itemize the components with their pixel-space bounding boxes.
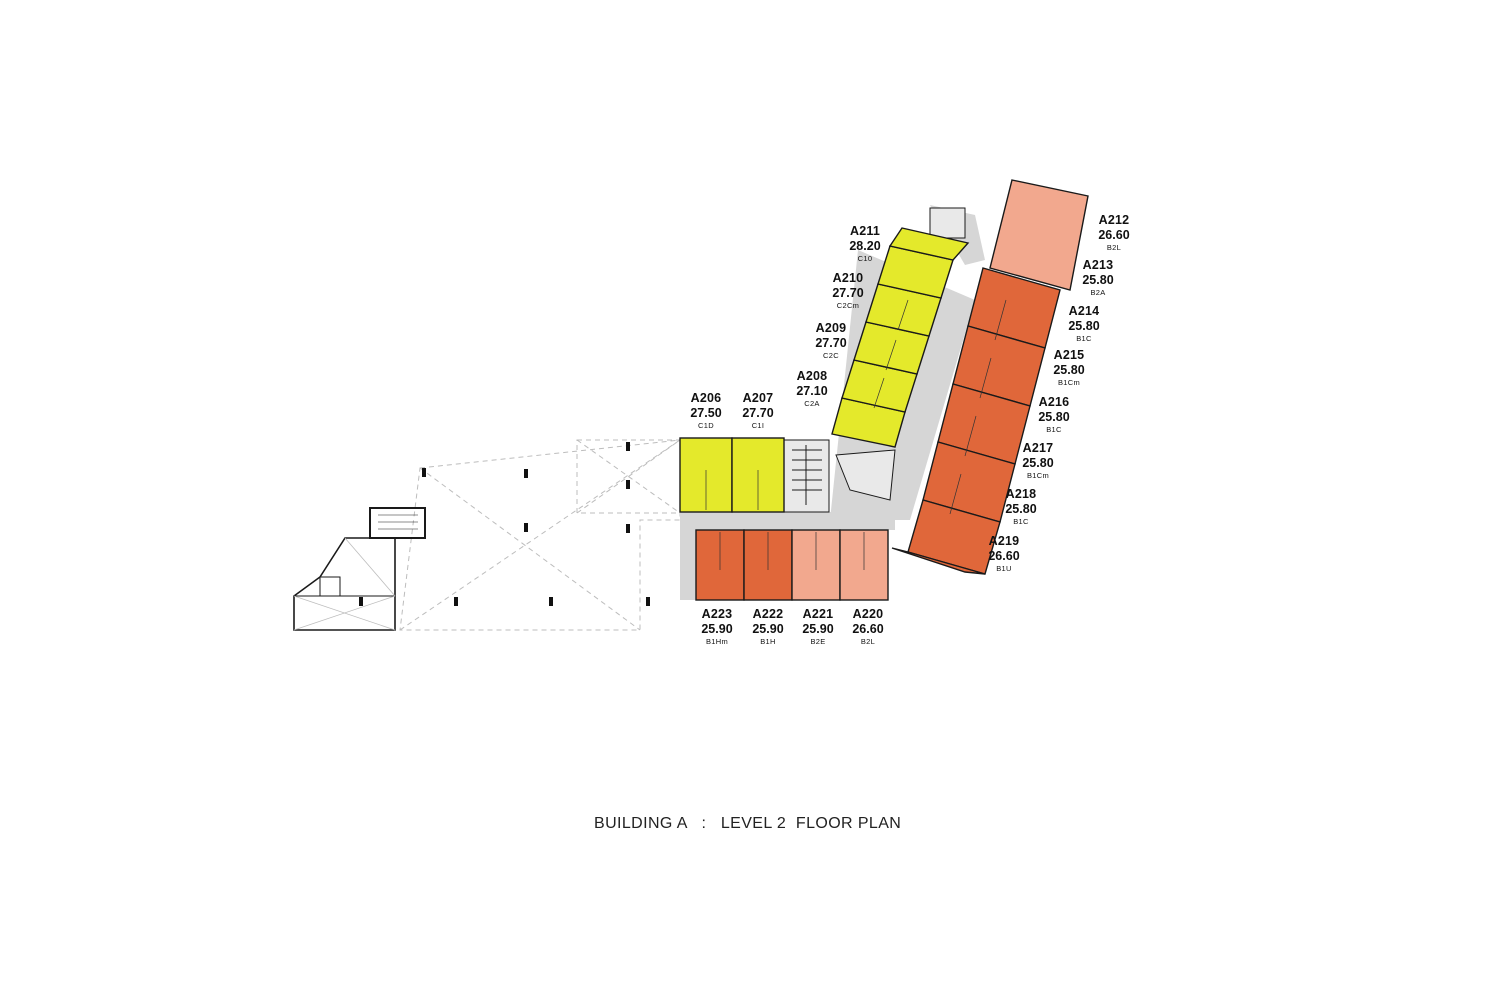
unit-label-a216: A216 25.80 B1C (1034, 396, 1074, 434)
unit-type: B1C (1046, 425, 1062, 434)
unit-label-a207: A207 27.70 C1I (738, 392, 778, 430)
stair-lift-core (783, 207, 966, 513)
unit-area: 26.60 (988, 548, 1020, 563)
unit-area: 27.70 (815, 335, 847, 350)
unit-label-a210: A210 27.70 C2Cm (828, 272, 868, 310)
unit-area: 25.80 (1053, 362, 1085, 377)
unit-code: A209 (815, 321, 847, 335)
unit-label-a211: A211 28.20 C10 (845, 225, 885, 263)
unit-code: A217 (1022, 441, 1054, 455)
unit-area: 25.90 (802, 621, 834, 636)
unit-area: 25.80 (1068, 318, 1100, 333)
unit-type: C2C (823, 351, 839, 360)
unit-code: A221 (802, 607, 834, 621)
unit-label-a223: A223 25.90 B1Hm (697, 608, 737, 646)
units-south-yellow (679, 437, 785, 513)
unit-type: C1I (751, 421, 765, 430)
unit-label-a222: A222 25.90 B1H (748, 608, 788, 646)
unit-code: A219 (988, 534, 1020, 548)
unit-area: 27.70 (832, 285, 864, 300)
unit-code: A212 (1098, 213, 1130, 227)
unit-area: 25.80 (1022, 455, 1054, 470)
unit-type: B1Hm (705, 637, 729, 646)
unit-code: A210 (832, 271, 864, 285)
unit-area: 26.60 (852, 621, 884, 636)
columns (359, 442, 650, 606)
unit-area: 25.80 (1005, 501, 1037, 516)
unit-type: B2L (860, 637, 876, 646)
unit-area: 28.20 (849, 238, 881, 253)
unit-label-a214: A214 25.80 B1C (1064, 305, 1104, 343)
unit-area: 25.90 (752, 621, 784, 636)
unit-area: 27.70 (742, 405, 774, 420)
unit-label-a208: A208 27.10 C2A (792, 370, 832, 408)
unit-label-a217: A217 25.80 B1Cm (1018, 442, 1058, 480)
unit-type: B2A (1090, 288, 1106, 297)
interior-partitions (705, 299, 1007, 570)
unit-area: 26.60 (1098, 227, 1130, 242)
unit-type: B1Cm (1057, 378, 1081, 387)
unit-label-a213: A213 25.80 B2A (1078, 259, 1118, 297)
unit-type: C1D (698, 421, 714, 430)
unit-label-a215: A215 25.80 B1Cm (1049, 349, 1089, 387)
unit-code: A222 (752, 607, 784, 621)
unit-type: C2Cm (836, 301, 860, 310)
unit-type: B1C (1013, 517, 1029, 526)
unit-type: B1U (996, 564, 1012, 573)
podium-outline (399, 439, 681, 631)
unit-code: A206 (690, 391, 722, 405)
unit-code: A216 (1038, 395, 1070, 409)
unit-code: A223 (701, 607, 733, 621)
unit-type: B2E (810, 637, 826, 646)
unit-code: A211 (850, 224, 880, 238)
unit-label-a219: A219 26.60 B1U (984, 535, 1024, 573)
unit-code: A215 (1053, 348, 1085, 362)
units-east-orange (891, 267, 1061, 575)
unit-label-a209: A209 27.70 C2C (811, 322, 851, 360)
unit-type: B1Cm (1026, 471, 1050, 480)
unit-label-a221: A221 25.90 B2E (798, 608, 838, 646)
unit-type: C10 (857, 254, 873, 263)
unit-type: B1C (1076, 334, 1092, 343)
unit-code: A208 (796, 369, 828, 383)
plan-title: BUILDING A : LEVEL 2 FLOOR PLAN (594, 815, 902, 832)
unit-code: A220 (852, 607, 884, 621)
unit-type: C2A (804, 399, 820, 408)
unit-label-a206: A206 27.50 C1D (686, 392, 726, 430)
unit-code: A213 (1082, 258, 1114, 272)
unit-code: A218 (1005, 487, 1037, 501)
unit-code: A207 (742, 391, 774, 405)
unit-label-a220: A220 26.60 B2L (848, 608, 888, 646)
west-block (293, 507, 426, 631)
unit-area: 25.80 (1082, 272, 1114, 287)
unit-a212-salmon (989, 179, 1089, 291)
unit-type: B2L (1106, 243, 1122, 252)
unit-label-a212: A212 26.60 B2L (1094, 214, 1134, 252)
unit-type: B1H (760, 637, 776, 646)
unit-label-a218: A218 25.80 B1C (1001, 488, 1041, 526)
unit-area: 25.90 (701, 621, 733, 636)
units-south-row (695, 529, 889, 601)
unit-area: 27.50 (690, 405, 722, 420)
unit-area: 27.10 (796, 383, 828, 398)
unit-code: A214 (1068, 304, 1100, 318)
unit-area: 25.80 (1038, 409, 1070, 424)
units-north-yellow (831, 227, 970, 448)
